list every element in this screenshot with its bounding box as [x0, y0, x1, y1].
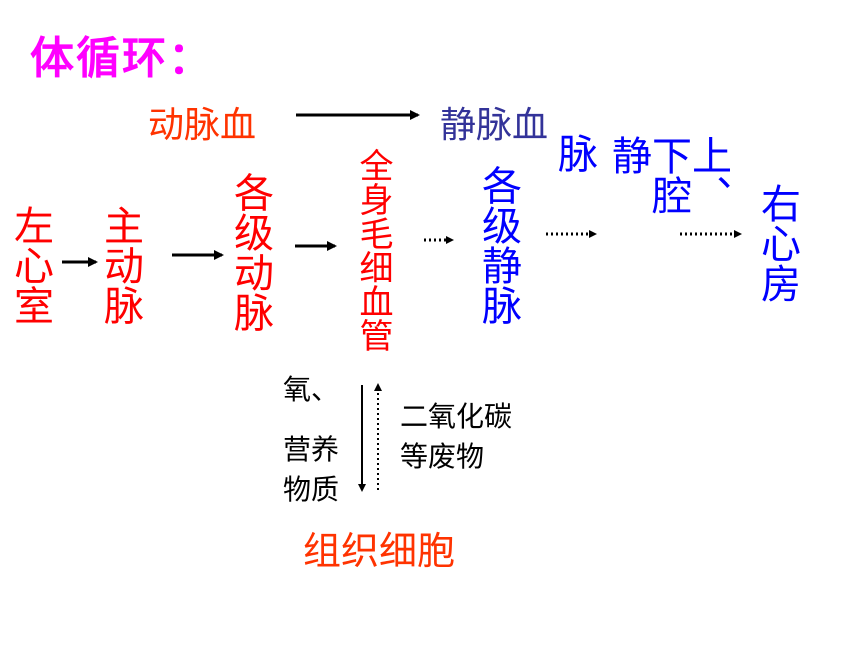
exchange-co2-label: 二氧化碳: [400, 400, 513, 433]
exchange-oxygen-label: 氧、: [283, 373, 340, 406]
node-right-atrium: 右心房: [754, 183, 800, 303]
node-capillaries: 全身毛细血管: [353, 148, 393, 352]
exchange-substance-label: 物质: [283, 473, 340, 506]
legend-venous-blood: 静脉血: [440, 105, 549, 146]
node-vena-cava-tail: 脉: [558, 132, 598, 178]
legend-arterial-blood: 动脉血: [148, 105, 257, 146]
node-aorta: 主动脉: [97, 205, 143, 325]
node-left-ventricle: 左心室: [7, 205, 53, 325]
node-vena-cava-main: 上、下腔静: [605, 135, 731, 215]
tissue-cells: 组织细胞: [303, 529, 456, 573]
exchange-waste-label: 等废物: [400, 440, 485, 473]
exchange-nutrients-label: 营养: [283, 433, 340, 466]
node-veins: 各级静脉: [475, 165, 521, 325]
node-arteries: 各级动脉: [227, 172, 273, 332]
page-title: 体循环：: [30, 33, 214, 84]
